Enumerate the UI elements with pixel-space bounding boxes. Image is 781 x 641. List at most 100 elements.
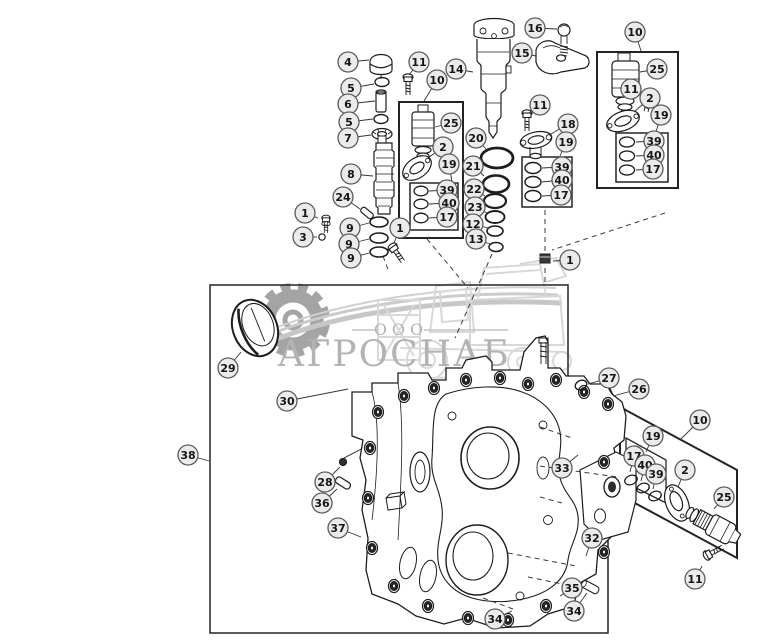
callout-40[interactable]: 40 — [541, 169, 573, 191]
callout-circle[interactable] — [646, 58, 668, 80]
callout-circle[interactable] — [311, 492, 333, 514]
callout-4[interactable]: 4 — [337, 51, 370, 73]
callout-1[interactable]: 1 — [552, 249, 581, 271]
callout-33[interactable]: 33 — [551, 454, 579, 479]
callout-circle[interactable] — [465, 228, 487, 250]
callout-circle[interactable] — [462, 155, 484, 177]
callout-circle[interactable] — [650, 104, 672, 126]
callout-10[interactable]: 10 — [624, 21, 646, 52]
callout-25[interactable]: 25 — [713, 486, 735, 510]
callout-18[interactable]: 18 — [550, 113, 579, 135]
callout-34[interactable]: 34 — [484, 608, 513, 630]
callout-26[interactable]: 26 — [612, 378, 650, 400]
callout-circle[interactable] — [645, 463, 667, 485]
callout-circle[interactable] — [440, 112, 462, 134]
callout-6[interactable]: 6 — [337, 93, 376, 115]
callout-36[interactable]: 36 — [311, 488, 338, 514]
callout-circle[interactable] — [559, 249, 581, 271]
callout-circle[interactable] — [684, 568, 706, 590]
callout-circle[interactable] — [642, 425, 664, 447]
callout-circle[interactable] — [389, 217, 411, 239]
callout-19[interactable]: 19 — [438, 153, 460, 183]
callout-circle[interactable] — [465, 127, 487, 149]
callout-30[interactable]: 30 — [276, 388, 349, 412]
callout-35[interactable]: 35 — [559, 577, 583, 599]
callout-circle[interactable] — [294, 202, 316, 224]
callout-circle[interactable] — [436, 206, 458, 228]
callout-circle[interactable] — [327, 517, 349, 539]
callout-circle[interactable] — [484, 608, 506, 630]
callout-20[interactable]: 20 — [465, 127, 487, 150]
callout-circle[interactable] — [408, 51, 430, 73]
callout-13[interactable]: 13 — [465, 228, 491, 250]
callout-circle[interactable] — [314, 471, 336, 493]
callout-1[interactable]: 1 — [389, 217, 411, 244]
callout-circle[interactable] — [598, 367, 620, 389]
callout-10[interactable]: 10 — [423, 69, 448, 102]
callout-circle[interactable] — [337, 51, 359, 73]
callout-2[interactable]: 2 — [427, 136, 454, 159]
callout-29[interactable]: 29 — [217, 351, 242, 379]
callout-7[interactable]: 7 — [337, 127, 372, 149]
callout-circle[interactable] — [674, 459, 696, 481]
callout-11[interactable]: 11 — [684, 565, 706, 590]
callout-9[interactable]: 9 — [340, 247, 370, 269]
callout-28[interactable]: 28 — [314, 466, 341, 493]
callout-circle[interactable] — [337, 127, 359, 149]
callout-circle[interactable] — [292, 226, 314, 248]
callout-27[interactable]: 27 — [587, 367, 620, 389]
callout-11[interactable]: 11 — [620, 78, 646, 100]
callout-circle[interactable] — [624, 21, 646, 43]
callout-5[interactable]: 5 — [340, 77, 375, 99]
callout-circle[interactable] — [177, 444, 199, 466]
callout-circle[interactable] — [340, 247, 362, 269]
callout-circle[interactable] — [620, 78, 642, 100]
callout-circle[interactable] — [332, 186, 354, 208]
callout-circle[interactable] — [276, 390, 298, 412]
callout-circle[interactable] — [511, 42, 533, 64]
callout-8[interactable]: 8 — [340, 163, 374, 185]
callout-11[interactable]: 11 — [528, 94, 551, 116]
callout-39[interactable]: 39 — [645, 463, 667, 490]
callout-circle[interactable] — [628, 378, 650, 400]
callout-circle[interactable] — [689, 409, 711, 431]
callout-circle[interactable] — [529, 94, 551, 116]
callout-24[interactable]: 24 — [332, 186, 361, 210]
callout-15[interactable]: 15 — [511, 42, 537, 64]
callout-37[interactable]: 37 — [327, 517, 362, 539]
callout-17[interactable]: 17 — [428, 206, 458, 228]
callout-circle[interactable] — [555, 131, 577, 153]
callout-11[interactable]: 11 — [408, 51, 430, 76]
callout-circle[interactable] — [639, 87, 661, 109]
callout-circle[interactable] — [438, 153, 460, 175]
callout-circle[interactable] — [551, 457, 573, 479]
callout-circle[interactable] — [217, 357, 239, 379]
callout-17[interactable]: 17 — [541, 184, 572, 206]
callout-16[interactable]: 16 — [524, 17, 558, 39]
callout-14[interactable]: 14 — [445, 58, 474, 80]
callout-32[interactable]: 32 — [581, 527, 603, 557]
callout-17[interactable]: 17 — [635, 158, 664, 180]
callout-25[interactable]: 25 — [639, 58, 668, 80]
callout-10[interactable]: 10 — [679, 409, 711, 441]
callout-25[interactable]: 25 — [434, 112, 462, 134]
callout-34[interactable]: 34 — [563, 592, 588, 622]
callout-1[interactable]: 1 — [294, 202, 319, 224]
callout-38[interactable]: 38 — [177, 444, 210, 466]
callout-19[interactable]: 19 — [642, 425, 664, 453]
callout-circle[interactable] — [563, 600, 585, 622]
callout-22[interactable]: 22 — [463, 178, 486, 200]
callout-circle[interactable] — [713, 486, 735, 508]
callout-circle[interactable] — [426, 69, 448, 91]
callout-19[interactable]: 19 — [650, 104, 672, 133]
callout-circle[interactable] — [642, 158, 664, 180]
callout-circle[interactable] — [340, 163, 362, 185]
callout-circle[interactable] — [524, 17, 546, 39]
callout-19[interactable]: 19 — [555, 131, 577, 157]
callout-circle[interactable] — [550, 184, 572, 206]
callout-3[interactable]: 3 — [292, 226, 317, 248]
callout-2[interactable]: 2 — [674, 459, 696, 488]
callout-circle[interactable] — [445, 58, 467, 80]
callout-21[interactable]: 21 — [462, 155, 485, 177]
callout-2[interactable]: 2 — [633, 87, 661, 113]
